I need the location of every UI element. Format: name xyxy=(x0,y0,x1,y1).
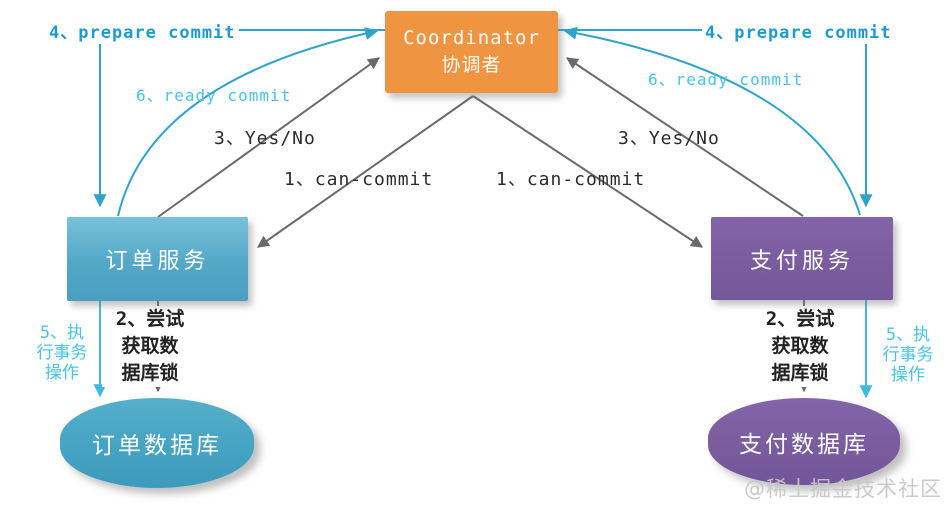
label-ready-commit-left: 6、ready commit xyxy=(136,86,292,105)
arrow-can-commit-right xyxy=(472,95,704,248)
payment-database: 支付数据库 xyxy=(708,398,900,485)
order-database: 订单数据库 xyxy=(60,398,254,488)
label-yes-no-right: 3、Yes/No xyxy=(618,128,720,149)
arrow-yes-no-right xyxy=(566,57,804,217)
label-yes-no-left: 3、Yes/No xyxy=(214,128,316,149)
order-service-box: 订单服务 xyxy=(67,217,248,301)
payment-service-label: 支付服务 xyxy=(749,248,854,274)
label-exec-transaction-right: 5、执 行事务 操作 xyxy=(882,325,934,385)
coordinator-subtitle: 协调者 xyxy=(441,54,502,76)
label-can-commit-left: 1、can-commit xyxy=(284,169,434,190)
arrow-yes-no-left xyxy=(157,57,380,218)
label-acquire-lock-left: 2、尝试 获取数 据库锁 xyxy=(102,306,198,387)
order-service-label: 订单服务 xyxy=(105,249,210,274)
arrow-ready-commit-left xyxy=(117,27,379,217)
label-prepare-commit-left: 4、prepare commit xyxy=(46,17,239,44)
watermark: @稀土掘金技术社区 xyxy=(744,477,942,501)
order-database-label: 订单数据库 xyxy=(92,433,222,459)
arrow-ready-commit-right xyxy=(563,26,861,216)
label-acquire-lock-right: 2、尝试 获取数 据库锁 xyxy=(752,306,848,387)
coordinator-box: Coordinator 协调者 xyxy=(385,11,558,93)
arrow-can-commit-left xyxy=(257,95,474,248)
coordinator-title: Coordinator xyxy=(403,27,540,49)
payment-database-label: 支付数据库 xyxy=(739,431,869,458)
label-prepare-commit-right: 4、prepare commit xyxy=(702,17,895,44)
label-can-commit-right: 1、can-commit xyxy=(496,169,646,190)
label-exec-transaction-left: 5、执 行事务 操作 xyxy=(36,323,88,383)
label-ready-commit-right: 6、ready commit xyxy=(648,70,804,89)
payment-service-box: 支付服务 xyxy=(711,217,893,300)
